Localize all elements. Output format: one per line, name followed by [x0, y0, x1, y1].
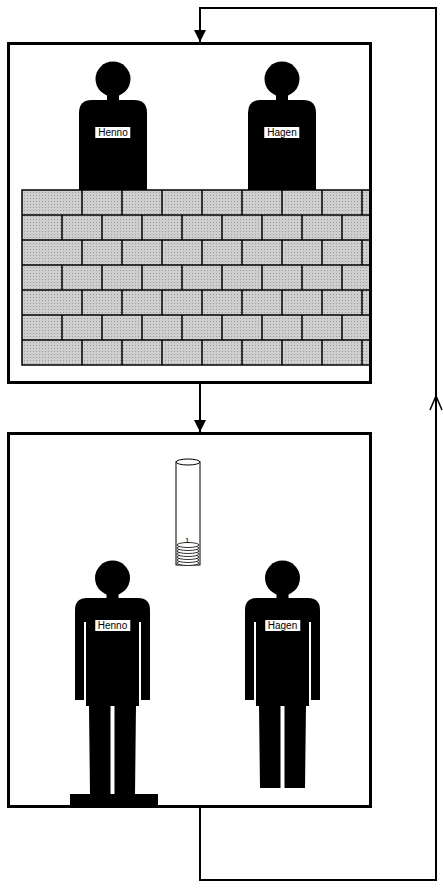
mortar-joint [161, 340, 163, 365]
mortar-joint [161, 240, 163, 265]
platform [70, 794, 158, 805]
figure-torso [79, 100, 147, 190]
mortar-joint [321, 340, 323, 365]
mortar-line [22, 289, 370, 291]
mortar-joint [161, 190, 163, 215]
mortar-line [22, 239, 370, 241]
mortar-joint [361, 290, 363, 315]
figure-silhouette [246, 61, 318, 190]
mortar-joint [261, 215, 263, 240]
mortar-joint [221, 315, 223, 340]
mortar-joint [121, 340, 123, 365]
mortar-joint [281, 190, 283, 215]
scene-panel: Henno Hagen [7, 432, 372, 808]
person-figure: Hagen [245, 560, 320, 788]
mortar-joint [341, 265, 343, 290]
mortar-joint [121, 190, 123, 215]
mortar-joint [201, 190, 203, 215]
mortar-joint [301, 265, 303, 290]
mortar-joint [201, 290, 203, 315]
coin-number: 1 [185, 537, 189, 545]
mortar-joint [241, 240, 243, 265]
mortar-joint [221, 265, 223, 290]
mortar-joint [281, 290, 283, 315]
figure-leg [285, 705, 307, 788]
mortar-joint [201, 240, 203, 265]
mortar-joint [281, 340, 283, 365]
mortar-line [22, 264, 370, 266]
direction-arrowhead [430, 396, 442, 410]
mortar-joint [241, 190, 243, 215]
figure-silhouette [245, 560, 320, 788]
mortar-joint [141, 315, 143, 340]
mortar-joint [141, 215, 143, 240]
mortar-joint [321, 190, 323, 215]
mortar-joint [61, 215, 63, 240]
figure-leg [115, 705, 137, 794]
mortar-joint [261, 315, 263, 340]
mortar-line [22, 214, 370, 216]
mortar-joint [181, 265, 183, 290]
mortar-joint [101, 215, 103, 240]
mortar-joint [221, 215, 223, 240]
mortar-joint [61, 315, 63, 340]
mortar-joint [81, 190, 83, 215]
person-figure: Henno [77, 61, 149, 190]
mortar-joint [241, 290, 243, 315]
mortar-joint [161, 290, 163, 315]
mortar-line [22, 314, 370, 316]
mortar-joint [361, 240, 363, 265]
person-figure: Henno [75, 560, 150, 794]
mortar-joint [121, 240, 123, 265]
mortar-joint [81, 340, 83, 365]
figure-torso [245, 598, 320, 706]
mortar-line [22, 339, 370, 341]
figure-torso [248, 100, 316, 190]
mortar-joint [301, 215, 303, 240]
mortar-joint [101, 265, 103, 290]
mortar-joint [81, 290, 83, 315]
figure-torso [75, 598, 150, 706]
brick-wall [22, 190, 370, 365]
flow-arrow [199, 384, 201, 432]
mortar-joint [281, 240, 283, 265]
mortar-joint [241, 340, 243, 365]
figure-leg [259, 705, 281, 788]
mortar-joint [361, 340, 363, 365]
wall-body [22, 190, 370, 365]
coin-tube [176, 459, 200, 566]
mortar-joint [361, 190, 363, 215]
mortar-joint [341, 215, 343, 240]
mortar-joint [201, 340, 203, 365]
scene-panel: Henno Hagen [7, 42, 372, 384]
figure-silhouette [77, 61, 149, 190]
figure-name-tag: Hagen [265, 620, 300, 631]
mortar-joint [141, 265, 143, 290]
flow-arrow [200, 8, 436, 880]
figure-name-tag: Henno [95, 620, 130, 631]
mortar-joint [341, 315, 343, 340]
figure-name-tag: Henno [95, 127, 130, 138]
figure-silhouette [75, 560, 150, 794]
mortar-joint [61, 265, 63, 290]
mortar-joint [181, 315, 183, 340]
mortar-joint [301, 315, 303, 340]
coin-stack [177, 543, 199, 566]
mortar-joint [321, 240, 323, 265]
mortar-joint [181, 215, 183, 240]
mortar-joint [101, 315, 103, 340]
mortar-joint [321, 290, 323, 315]
figure-leg [89, 705, 111, 794]
person-figure: Hagen [246, 61, 318, 190]
mortar-joint [261, 265, 263, 290]
mortar-joint [81, 240, 83, 265]
mortar-joint [121, 290, 123, 315]
figure-name-tag: Hagen [264, 127, 299, 138]
